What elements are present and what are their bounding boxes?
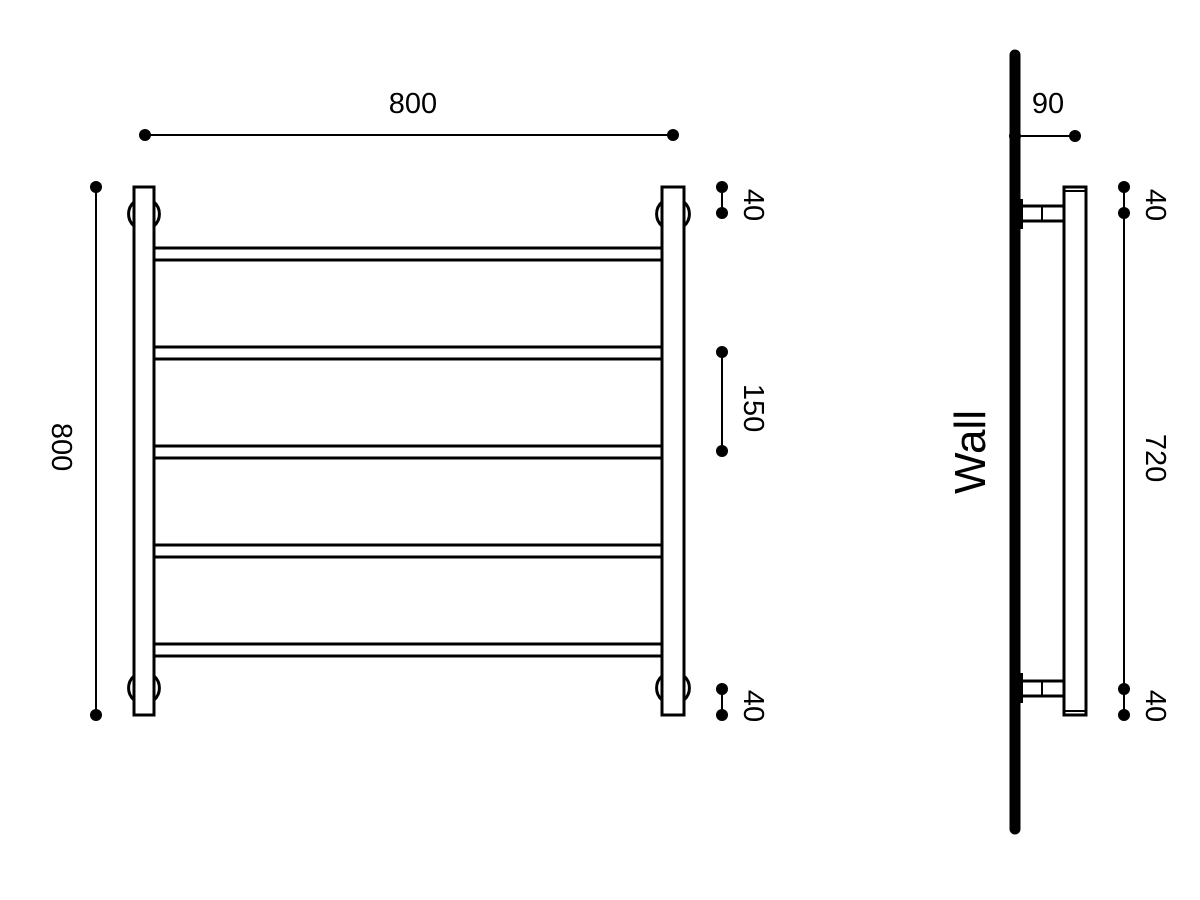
side-top-offset-label: 40 xyxy=(1139,189,1171,221)
width-dimension: 800 xyxy=(139,88,679,141)
left-upright xyxy=(132,185,156,717)
height-dimension-end-top xyxy=(90,181,102,193)
rail-5 xyxy=(152,642,664,658)
height-dimension-end-bottom xyxy=(90,709,102,721)
front-bottom-offset-dimension: 40 xyxy=(716,683,769,722)
height-dimension: 800 xyxy=(45,181,102,721)
side-view: Wall 90 40 xyxy=(946,49,1171,835)
front-bottom-offset-end-b xyxy=(716,709,728,721)
side-bottom-bracket-plate xyxy=(1015,673,1023,703)
side-upright xyxy=(1062,185,1088,717)
width-dimension-end-right xyxy=(667,129,679,141)
bracket-span-label: 720 xyxy=(1139,434,1171,482)
side-bottom-offset-end-a xyxy=(1118,683,1130,695)
front-top-offset-end-b xyxy=(716,207,728,219)
width-dimension-end-left xyxy=(139,129,151,141)
height-label: 800 xyxy=(45,423,77,471)
projection-dimension: 90 xyxy=(1009,88,1081,142)
front-view: 800 800 40 150 40 xyxy=(45,88,769,722)
mount-bracket-bottom-left xyxy=(127,674,161,702)
rail-3 xyxy=(152,444,664,460)
mount-bracket-bottom-right xyxy=(655,674,691,702)
rung-spacing-end-a xyxy=(716,346,728,358)
rail-1 xyxy=(152,246,664,262)
right-upright xyxy=(660,185,686,717)
mount-brackets xyxy=(127,200,691,702)
width-label: 800 xyxy=(389,88,437,120)
side-bottom-offset-label: 40 xyxy=(1139,690,1171,722)
bracket-span-dimension: 720 xyxy=(1123,213,1171,689)
front-bottom-offset-end-a xyxy=(716,683,728,695)
side-bottom-offset-dimension: 40 xyxy=(1118,683,1171,722)
side-bottom-offset-end-b xyxy=(1118,709,1130,721)
projection-label: 90 xyxy=(1032,88,1064,120)
projection-dimension-end-rail xyxy=(1069,130,1081,142)
front-top-offset-label: 40 xyxy=(737,189,769,221)
front-bottom-offset-label: 40 xyxy=(737,690,769,722)
side-top-offset-end-a xyxy=(1118,181,1130,193)
rails xyxy=(152,246,664,658)
rail-4 xyxy=(152,543,664,559)
projection-dimension-end-wall xyxy=(1009,130,1021,142)
front-top-offset-dimension: 40 xyxy=(716,181,769,221)
mount-bracket-top-left xyxy=(127,200,161,228)
side-top-bracket xyxy=(1015,199,1064,229)
front-top-offset-end-a xyxy=(716,181,728,193)
rung-spacing-end-b xyxy=(716,445,728,457)
wall-label: Wall xyxy=(946,410,995,494)
rung-spacing-label: 150 xyxy=(737,384,769,432)
rail-2 xyxy=(152,345,664,361)
rung-spacing-dimension: 150 xyxy=(716,346,769,457)
side-bottom-bracket xyxy=(1015,673,1064,703)
side-top-bracket-plate xyxy=(1015,199,1023,229)
mount-bracket-top-right xyxy=(655,200,691,228)
side-top-offset-dimension: 40 xyxy=(1118,181,1171,221)
